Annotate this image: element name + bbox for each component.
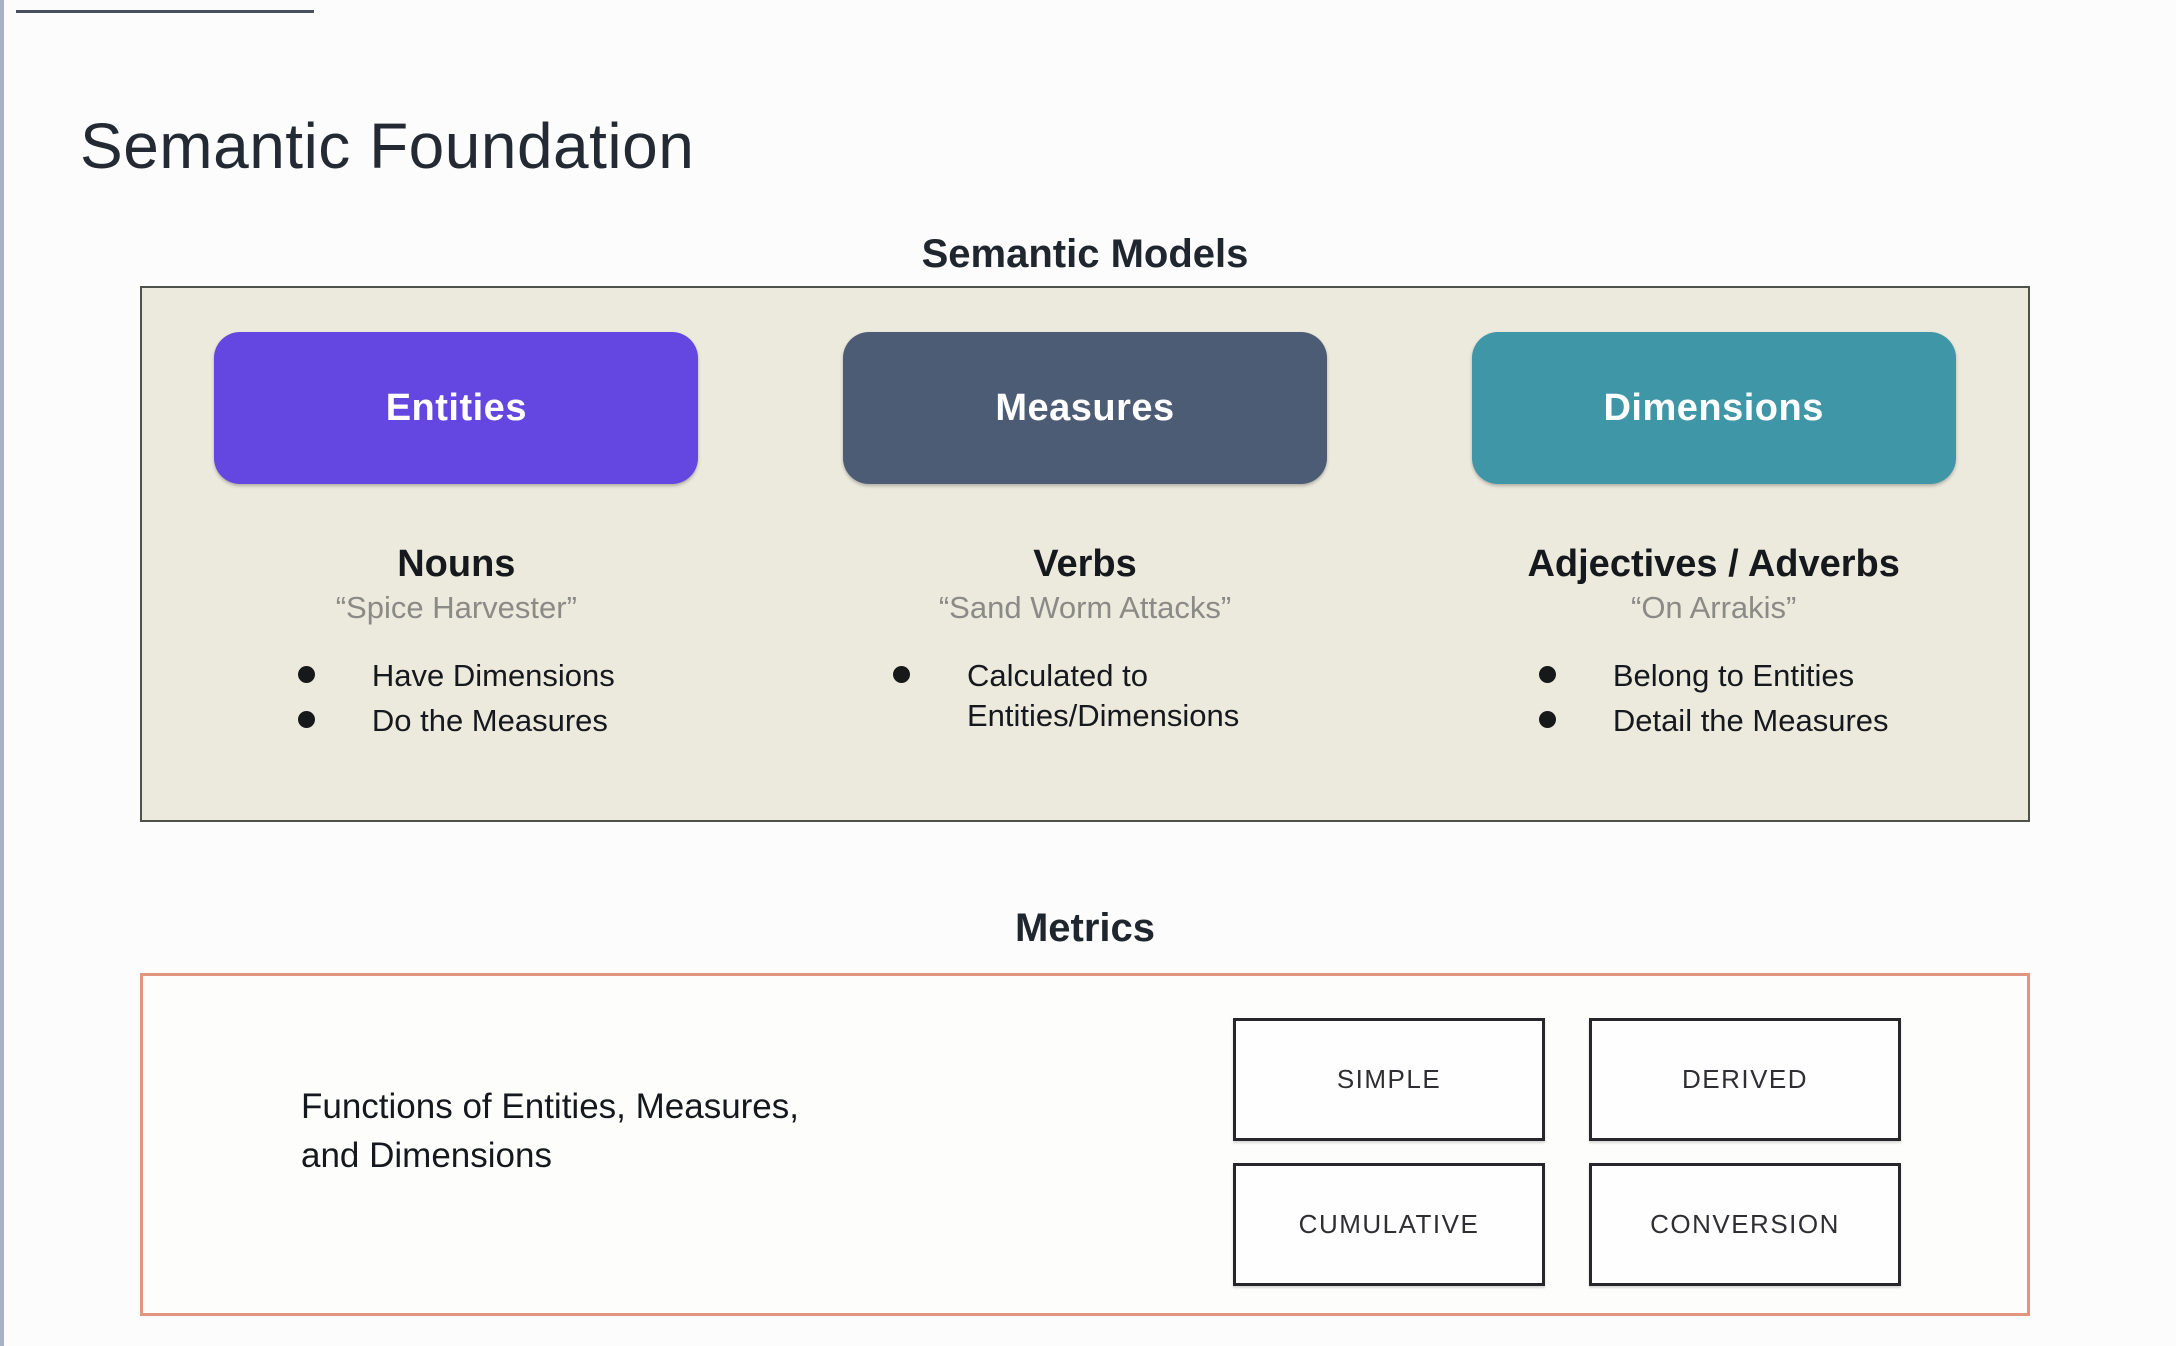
measures-pill: Measures <box>843 332 1327 484</box>
bullet-text: Have Dimensions <box>371 657 615 693</box>
list-item: Calculated to Entities/Dimensions <box>893 656 1277 737</box>
metric-type-conversion: CONVERSION <box>1589 1163 1901 1286</box>
metric-type-cumulative: CUMULATIVE <box>1233 1163 1545 1286</box>
bullet-dot-icon <box>1538 711 1556 729</box>
metric-type-simple: SIMPLE <box>1233 1018 1545 1141</box>
bullet-text: Calculated to Entities/Dimensions <box>967 657 1240 734</box>
semantic-models-panel: Entities Nouns “Spice Harvester” Have Di… <box>140 286 2030 822</box>
dimensions-category-label: Adjectives / Adverbs <box>1527 543 1900 585</box>
bullet-dot-icon <box>297 711 315 729</box>
entities-example-label: “Spice Harvester” <box>335 589 577 625</box>
bullet-text: Do the Measures <box>371 703 608 739</box>
semantic-models-heading: Semantic Models <box>921 232 1249 276</box>
top-border-line <box>16 10 314 13</box>
bullet-dot-icon <box>297 665 315 683</box>
entities-column: Entities Nouns “Spice Harvester” Have Di… <box>142 288 771 820</box>
metrics-panel: Functions of Entities, Measures, and Dim… <box>140 973 2030 1316</box>
measures-category-label: Verbs <box>1033 543 1137 585</box>
bullet-dot-icon <box>893 665 910 683</box>
metric-type-derived: DERIVED <box>1589 1018 1901 1141</box>
left-border-line <box>0 0 4 1346</box>
metrics-heading: Metrics <box>1014 906 1156 950</box>
measures-column: Measures Verbs “Sand Worm Attacks” Calcu… <box>771 288 1400 820</box>
entities-category-label: Nouns <box>397 543 516 585</box>
entities-pill: Entities <box>214 332 699 484</box>
metric-types-grid: SIMPLE DERIVED CUMULATIVE CONVERSION <box>1233 1018 1901 1286</box>
list-item: Detail the Measures <box>1538 701 1889 741</box>
metrics-description: Functions of Entities, Measures, and Dim… <box>301 1087 799 1175</box>
dimensions-example-label: “On Arrakis” <box>1631 589 1797 625</box>
dimensions-pill: Dimensions <box>1471 332 1956 484</box>
dimensions-column: Dimensions Adjectives / Adverbs “On Arra… <box>1399 288 2028 820</box>
list-item: Have Dimensions <box>297 656 615 696</box>
measures-example-label: “Sand Worm Attacks” <box>938 589 1232 625</box>
list-item: Belong to Entities <box>1538 656 1889 696</box>
page-title: Semantic Foundation <box>80 109 695 182</box>
dimensions-bullet-list: Belong to Entities Detail the Measures <box>1538 656 1889 742</box>
bullet-text: Detail the Measures <box>1612 703 1889 739</box>
list-item: Do the Measures <box>297 701 615 741</box>
bullet-text: Belong to Entities <box>1612 657 1855 693</box>
bullet-dot-icon <box>1538 665 1556 683</box>
entities-bullet-list: Have Dimensions Do the Measures <box>297 656 615 742</box>
measures-bullet-list: Calculated to Entities/Dimensions <box>893 656 1277 737</box>
